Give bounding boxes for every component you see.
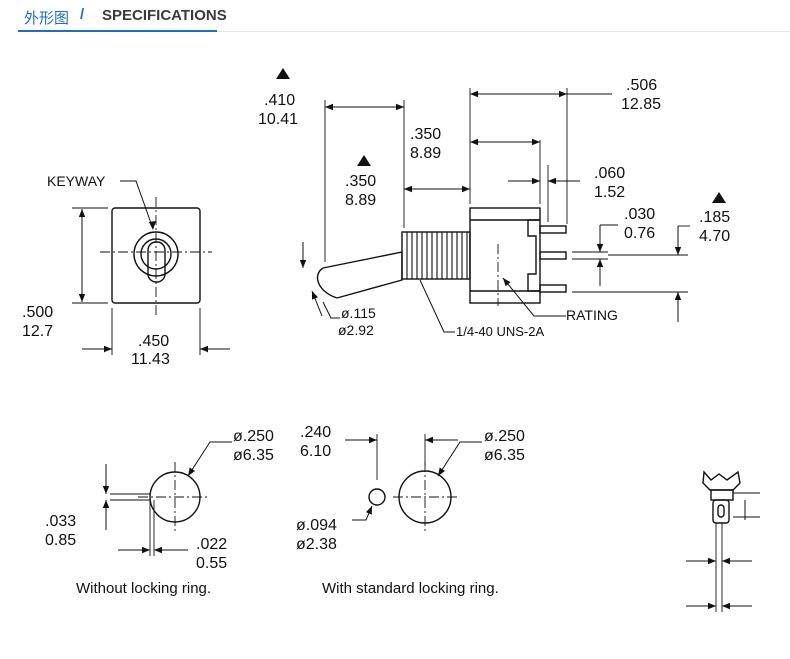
dim-410-mm: 10.41 (258, 111, 298, 128)
dim-060-mm: 1.52 (594, 184, 625, 201)
dim-350-lower-inch: .350 (345, 173, 376, 190)
dim-030-inch: .030 (624, 206, 655, 223)
panel-b-240-inch: .240 (300, 424, 331, 441)
rating-label: RATING (566, 307, 618, 323)
panel-a-dia-inch: ø.250 (233, 428, 274, 445)
panel-b-caption: With standard locking ring. (322, 580, 499, 597)
dim-350-upper-inch: .350 (410, 126, 441, 143)
panel-a-022-mm: 0.55 (196, 555, 227, 572)
dim-030-mm: 0.76 (624, 225, 655, 242)
front-view (72, 180, 230, 355)
panel-b-240-mm: 6.10 (300, 443, 331, 460)
switch-body (469, 207, 541, 304)
panel-b-small-dia-mm: ø2.38 (296, 536, 337, 553)
dim-350-upper-mm: 8.89 (410, 145, 441, 162)
side-view (299, 88, 690, 333)
locking-ring-hole (368, 488, 386, 506)
front-height-mm: 12.7 (22, 323, 53, 340)
panel-b-dia-inch: ø.250 (484, 428, 525, 445)
keyway-label: KEYWAY (47, 173, 106, 189)
panel-b-dia-mm: ø6.35 (484, 447, 525, 464)
dim-410-inch: .410 (264, 92, 295, 109)
partial-side-view (686, 470, 760, 612)
tab-title-english: SPECIFICATIONS (102, 7, 227, 24)
panel-a-033-inch: .033 (45, 513, 76, 530)
panel-without-locking-ring (102, 441, 232, 556)
dim-115-inch: ø.115 (341, 305, 376, 321)
dim-350-lower-mm: 8.89 (345, 192, 376, 209)
panel-b-small-dia-inch: ø.094 (296, 517, 337, 534)
thread-lines (406, 232, 468, 279)
dim-185-inch: .185 (699, 209, 730, 226)
thread-spec-label: 1/4-40 UNS-2A (456, 324, 544, 339)
front-height-inch: .500 (22, 304, 53, 321)
dim-506-inch: .506 (626, 77, 657, 94)
panel-a-caption: Without locking ring. (76, 580, 211, 597)
panel-a-033-mm: 0.85 (45, 532, 76, 549)
header-divider (217, 31, 790, 32)
dim-060-inch: .060 (594, 165, 625, 182)
front-width-mm: 11.43 (131, 351, 170, 368)
dim-185-mm: 4.70 (699, 228, 730, 245)
tab-title-chinese: 外形图 (24, 9, 70, 27)
front-view-body (111, 207, 201, 304)
panel-a-dia-mm: ø6.35 (233, 447, 274, 464)
tab-title-separator: / (80, 6, 85, 23)
triangle-up-icon (276, 68, 726, 203)
lever (322, 251, 403, 299)
panel-with-locking-ring (345, 434, 482, 532)
panel-a-022-inch: .022 (196, 536, 227, 553)
specifications-tab[interactable]: 外形图 / SPECIFICATIONS (18, 0, 227, 32)
dim-506-mm: 12.85 (621, 96, 661, 113)
dim-115-mm: ø2.92 (338, 322, 374, 338)
front-width-inch: .450 (138, 333, 169, 350)
